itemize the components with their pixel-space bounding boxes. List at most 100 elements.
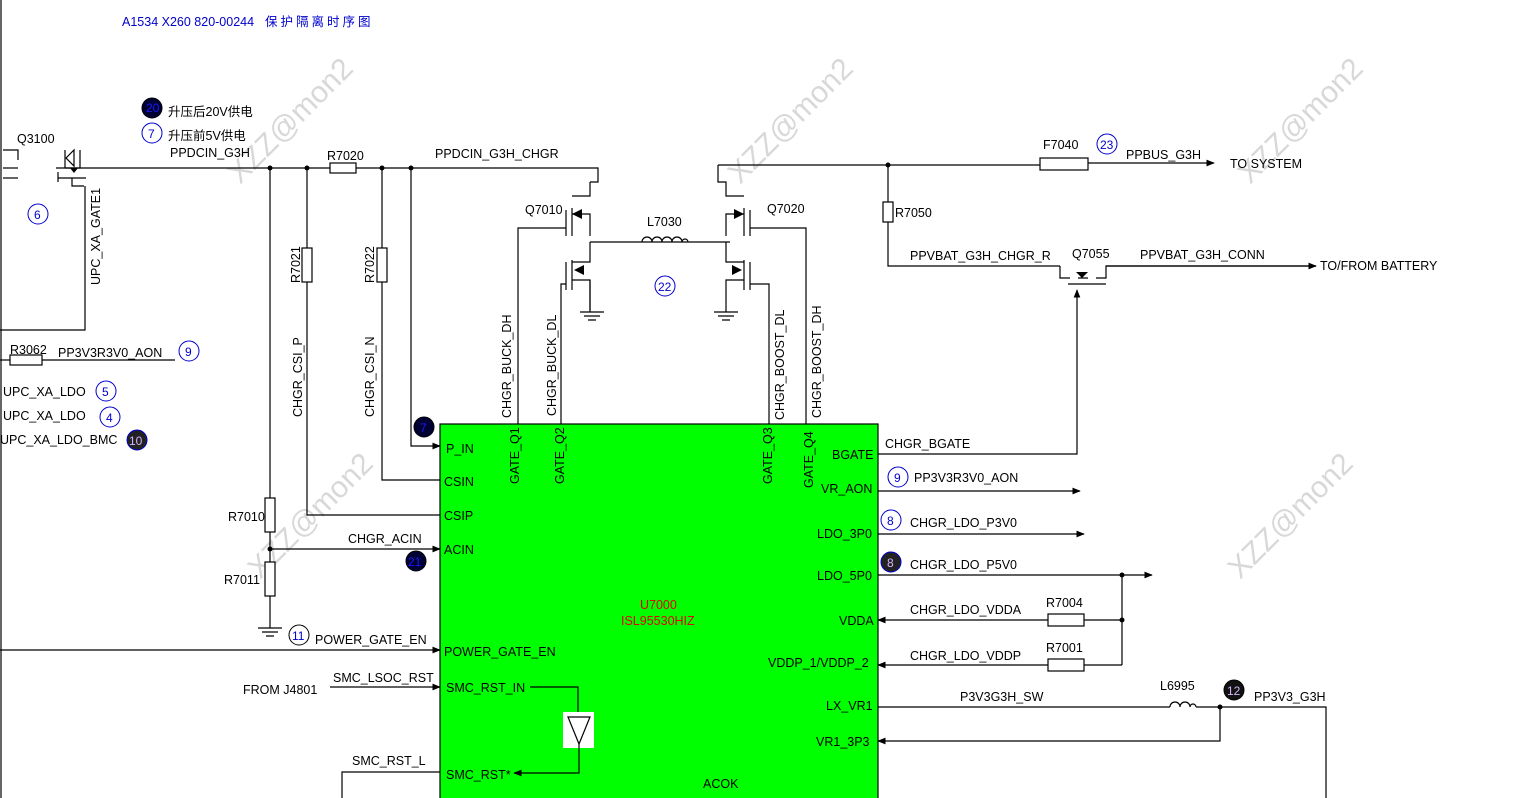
pin-gate-q3: GATE_Q3 (761, 427, 775, 484)
q7020-label: Q7020 (767, 202, 805, 216)
pin-ldo-5p0: LDO_5P0 (817, 569, 872, 583)
marker-10 (126, 429, 148, 451)
net-p3v3g3h-sw: P3V3G3H_SW (960, 690, 1044, 704)
pin-smc-rst: SMC_RST* (446, 768, 511, 782)
r7010-label: R7010 (228, 510, 265, 524)
r7021-resistor (301, 247, 313, 283)
marker-4 (99, 406, 121, 428)
chip-ref: U7000 (640, 598, 677, 612)
marker-label: 10 (129, 434, 143, 448)
l6995-label: L6995 (1160, 679, 1195, 693)
marker-label: 12 (1227, 684, 1241, 698)
r7050-resistor (882, 201, 894, 223)
pin-vr1-3p3: VR1_3P3 (816, 735, 870, 749)
wire-vr1-3p3 (877, 707, 1221, 745)
marker-7-dark (413, 416, 435, 438)
wire-chgr-boost-dh (750, 227, 807, 424)
r7001-resistor (1047, 658, 1085, 672)
q7010-mosfet: Q7010 (525, 182, 730, 321)
wire-chgr-boost-dl (750, 283, 770, 424)
r7011-resistor (264, 561, 276, 597)
r7004-label: R7004 (1046, 596, 1083, 610)
pin-vddp: VDDP_1/VDDP_2 (768, 656, 869, 670)
marker-label: 23 (1100, 138, 1114, 152)
wire-chgr-csi-p (306, 282, 440, 516)
marker-label: 9 (894, 471, 901, 485)
net-pp3v3r3v0-aon-right: PP3V3R3V0_AON (914, 471, 1018, 485)
pin-power-gate-en: POWER_GATE_EN (444, 645, 556, 659)
r7001-label: R7001 (1046, 641, 1083, 655)
net-chgr-csi-p: CHGR_CSI_P (291, 337, 305, 417)
pin-acin: ACIN (444, 543, 474, 557)
net-chgr-ldo-p3v0: CHGR_LDO_P3V0 (910, 516, 1017, 530)
marker-5 (95, 380, 117, 402)
net-chgr-bgate: CHGR_BGATE (885, 437, 970, 451)
q7010-label: Q7010 (525, 203, 563, 217)
l6995-inductor (1169, 701, 1197, 708)
page-title: A1534 X260 820-00244 (122, 15, 254, 29)
net-chgr-ldo-p5v0: CHGR_LDO_P5V0 (910, 558, 1017, 572)
f7040-label: F7040 (1043, 138, 1078, 152)
marker-6 (27, 203, 49, 225)
pin-p-in: P_IN (446, 442, 474, 456)
pin-bgate: BGATE (832, 448, 873, 462)
legend-marker-label: 7 (148, 127, 155, 141)
component-label: Q3100 (17, 132, 55, 146)
net-pp3v3-g3h: PP3V3_G3H (1254, 690, 1326, 704)
legend-marker-open (141, 122, 163, 144)
wire-ppdcin-g3h-chgr (356, 167, 599, 183)
marker-label: 21 (408, 555, 422, 569)
q3100-mosfet: Q3100 (3, 132, 90, 187)
marker-label: 7 (420, 421, 427, 435)
marker-23 (1096, 133, 1118, 155)
r7010-resistor (264, 497, 276, 533)
legend-text-5v: 升压前5V供电 (168, 128, 246, 143)
r7011-label: R7011 (224, 573, 260, 587)
pin-acok: ACOK (703, 777, 739, 791)
marker-label: 8 (887, 556, 894, 570)
wire-p-in (410, 168, 441, 450)
r3062-label: R3062 (10, 343, 47, 357)
net-ppdcin-g3h-chgr: PPDCIN_G3H_CHGR (435, 147, 559, 161)
r7021-label: R7021 (289, 246, 303, 283)
wire-chgr-buck-dl (560, 283, 566, 424)
marker-label: 22 (658, 280, 672, 294)
net-smc-rst-l: SMC_RST_L (352, 754, 426, 768)
pin-lx-vr1: LX_VR1 (826, 699, 873, 713)
wire-smc-rst-l (341, 771, 440, 798)
marker-label: 4 (106, 411, 113, 425)
legend-text-20v: 升压后20V供电 (168, 105, 253, 119)
r7020-label: R7020 (327, 149, 364, 163)
net-upc-xa-ldo-bmc: UPC_XA_LDO_BMC (0, 433, 117, 447)
marker-8-dark (880, 551, 902, 573)
to-from-battery-label: TO/FROM BATTERY (1320, 259, 1438, 273)
marker-22 (654, 275, 676, 297)
net-ppdcin-g3h: PPDCIN_G3H (170, 146, 250, 160)
r7020-resistor (329, 162, 357, 174)
marker-label: 6 (34, 208, 41, 222)
pin-vdda: VDDA (839, 614, 874, 628)
l7030-inductor (641, 236, 689, 243)
marker-11 (288, 624, 310, 646)
net-upc-xa-ldo-2: UPC_XA_LDO (3, 409, 86, 423)
pin-gate-q4: GATE_Q4 (802, 431, 816, 488)
r7022-resistor (376, 247, 388, 283)
net-chgr-buck-dh: CHGR_BUCK_DH (500, 315, 514, 419)
wire-chgr-csi-n (381, 282, 440, 481)
legend: 20 升压后20V供电 7 升压前5V供电 (141, 97, 253, 144)
watermark: XZZ@mon2 (1222, 447, 1360, 585)
to-system-label: TO SYSTEM (1230, 157, 1302, 171)
watermark: XZZ@mon2 (722, 52, 860, 190)
marker-9-left (178, 340, 200, 362)
l7030-label: L7030 (647, 215, 682, 229)
net-ppvbat-g3h-conn: PPVBAT_G3H_CONN (1140, 248, 1265, 262)
net-ppvbat-g3h-chgr-r: PPVBAT_G3H_CHGR_R (910, 249, 1051, 263)
u7000-chip (439, 423, 879, 798)
pin-csin: CSIN (444, 475, 474, 489)
net-chgr-boost-dh: CHGR_BOOST_DH (810, 305, 824, 418)
net-smc-lsoc-rst: SMC_LSOC_RST (333, 671, 434, 685)
from-j4801-label: FROM J4801 (243, 683, 317, 697)
wire-chgr-bgate (878, 289, 1081, 455)
marker-label: 8 (887, 514, 894, 528)
